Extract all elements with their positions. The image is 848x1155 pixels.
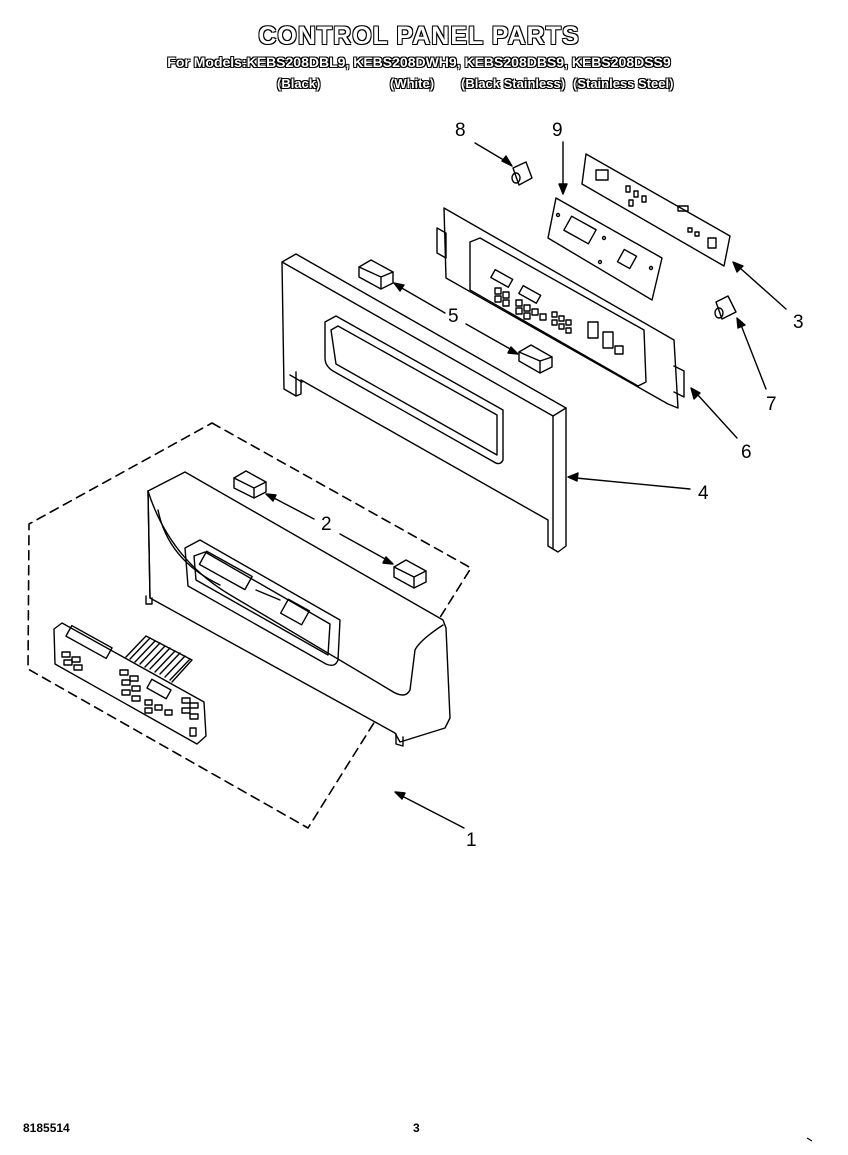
finish-stainless-steel: (Stainless Steel) bbox=[573, 76, 674, 91]
part-2-spacer-b bbox=[393, 559, 427, 589]
control-board bbox=[581, 153, 731, 267]
finish-white: (White) bbox=[390, 76, 435, 91]
callout-7: 7 bbox=[766, 394, 777, 415]
corner-mark bbox=[806, 1137, 813, 1142]
part-7-spacer bbox=[714, 295, 737, 320]
page-title: CONTROL PANEL PARTS bbox=[258, 22, 580, 50]
part-5-spacer-a bbox=[358, 259, 394, 290]
callout-6: 6 bbox=[741, 442, 752, 463]
callout-1: 1 bbox=[466, 830, 477, 851]
callout-4: 4 bbox=[698, 483, 709, 504]
callout-numbers: 8 9 3 7 6 4 5 2 1 bbox=[321, 120, 804, 851]
membrane-keypad bbox=[53, 622, 207, 745]
finish-black: (Black) bbox=[277, 76, 321, 91]
part-8-spacer bbox=[511, 161, 533, 186]
leader-lines bbox=[265, 141, 787, 829]
board-bracket bbox=[547, 197, 663, 301]
finish-black-stainless: (Black Stainless) bbox=[461, 76, 566, 91]
console-housing bbox=[145, 471, 451, 747]
models-line: For Models:KEBS208DBL9, KEBS208DWH9, KEB… bbox=[167, 54, 671, 70]
callout-2: 2 bbox=[321, 514, 332, 535]
display-panel bbox=[436, 207, 685, 409]
callout-8: 8 bbox=[455, 120, 466, 141]
callout-5: 5 bbox=[448, 306, 459, 327]
part-2-spacer-a bbox=[233, 470, 267, 499]
part-5-spacer-b bbox=[518, 344, 553, 374]
part-number: 8185514 bbox=[23, 1121, 70, 1135]
callout-9: 9 bbox=[552, 120, 563, 141]
finishes-row: (Black) (White) (Black Stainless) (Stain… bbox=[0, 76, 848, 94]
page-number: 3 bbox=[413, 1121, 420, 1135]
callout-3: 3 bbox=[793, 312, 804, 333]
part-1-assembly-outline bbox=[27, 422, 472, 829]
control-panel-face bbox=[281, 253, 567, 553]
